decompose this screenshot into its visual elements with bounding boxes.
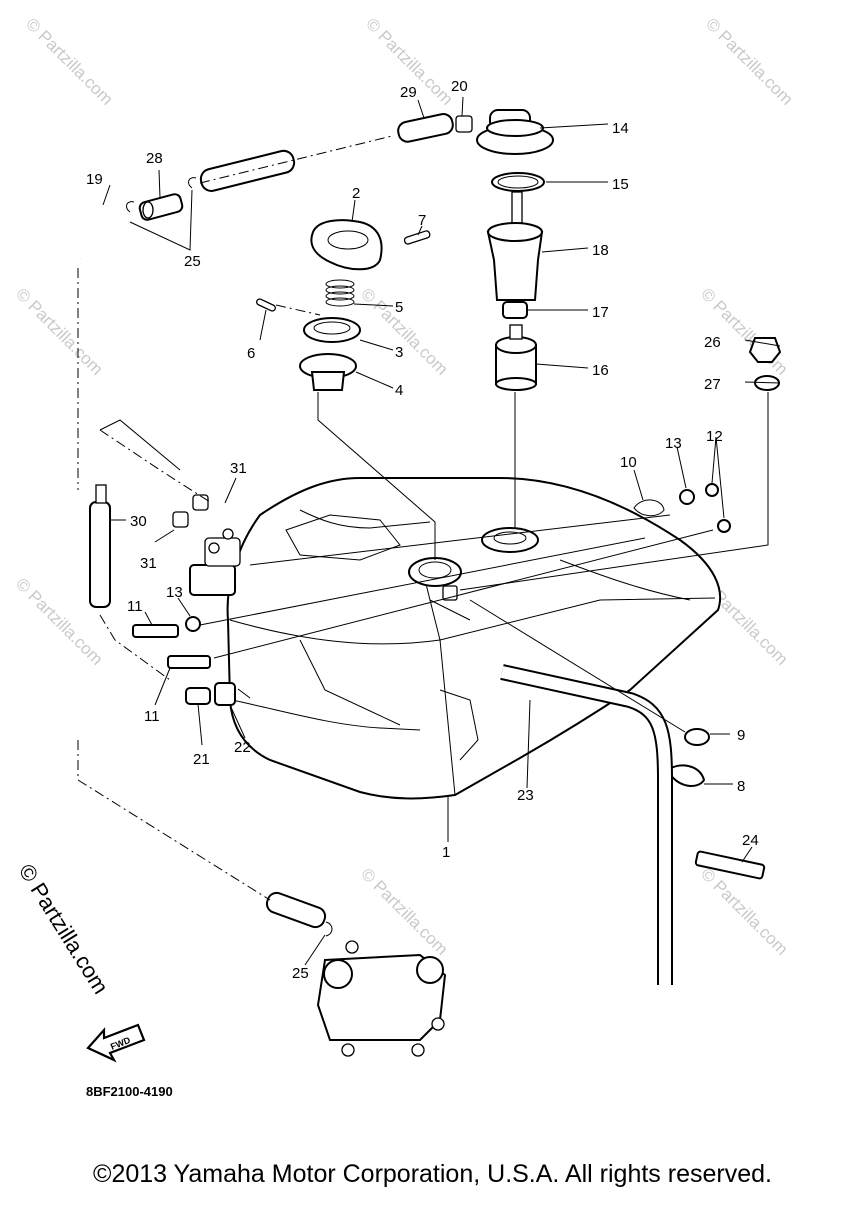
callout-label: 5 xyxy=(395,299,403,316)
watermark: © Partzilla.com xyxy=(697,284,791,378)
callout-label: 16 xyxy=(592,362,609,379)
diagram-code: 8BF2100-4190 xyxy=(86,1084,173,1099)
callout-label: 25 xyxy=(184,253,201,270)
callout-label: 11 xyxy=(144,708,160,725)
callout-label: 2 xyxy=(352,185,360,202)
callout-label: 31 xyxy=(230,460,247,477)
callout-label: 3 xyxy=(395,344,403,361)
callout-label: 15 xyxy=(612,176,629,193)
callout-label: 27 xyxy=(704,376,721,393)
callout-labels: 1 2 3 4 5 6 7 8 9 10 11 11 12 13 13 14 1… xyxy=(86,78,759,982)
callout-label: 21 xyxy=(193,751,210,768)
callout-label: 29 xyxy=(400,84,417,101)
callout-label: 26 xyxy=(704,334,721,351)
watermark: © Partzilla.com xyxy=(12,284,106,378)
watermark-large: © Partzilla.com xyxy=(14,859,114,998)
fwd-arrow: FWD xyxy=(86,1023,146,1063)
callout-label: 18 xyxy=(592,242,609,259)
callout-label: 22 xyxy=(234,739,251,756)
watermark: © Partzilla.com xyxy=(702,14,796,108)
callout-label: 10 xyxy=(620,454,637,471)
callout-label: 24 xyxy=(742,832,759,849)
callout-label: 13 xyxy=(665,435,682,452)
callout-label: 20 xyxy=(451,78,468,95)
watermark: © Partzilla.com xyxy=(22,14,116,108)
fuel-tank xyxy=(189,477,722,800)
watermark: © Partzilla.com xyxy=(357,864,451,958)
callout-label: 14 xyxy=(612,120,629,137)
watermark: © Partzilla.com xyxy=(357,284,451,378)
callout-label: 23 xyxy=(517,787,534,804)
callout-label: 4 xyxy=(395,382,403,399)
callout-label: 12 xyxy=(706,428,723,445)
leader-lines xyxy=(77,96,781,966)
callout-label: 31 xyxy=(140,555,157,572)
watermark: © Partzilla.com xyxy=(697,864,791,958)
callout-label: 28 xyxy=(146,150,163,167)
callout-label: 7 xyxy=(418,212,426,229)
callout-label: 13 xyxy=(166,584,183,601)
copyright-notice: ©2013 Yamaha Motor Corporation, U.S.A. A… xyxy=(93,1160,772,1188)
callout-label: 6 xyxy=(247,345,255,362)
callout-label: 19 xyxy=(86,171,103,188)
callout-label: 30 xyxy=(130,513,147,530)
callout-label: 11 xyxy=(127,598,143,615)
callout-label: 8 xyxy=(737,778,745,795)
callout-label: 9 xyxy=(737,727,745,744)
callout-label: 25 xyxy=(292,965,309,982)
callout-label: 17 xyxy=(592,304,609,321)
parts xyxy=(75,109,782,1057)
callout-label: 1 xyxy=(442,844,450,861)
